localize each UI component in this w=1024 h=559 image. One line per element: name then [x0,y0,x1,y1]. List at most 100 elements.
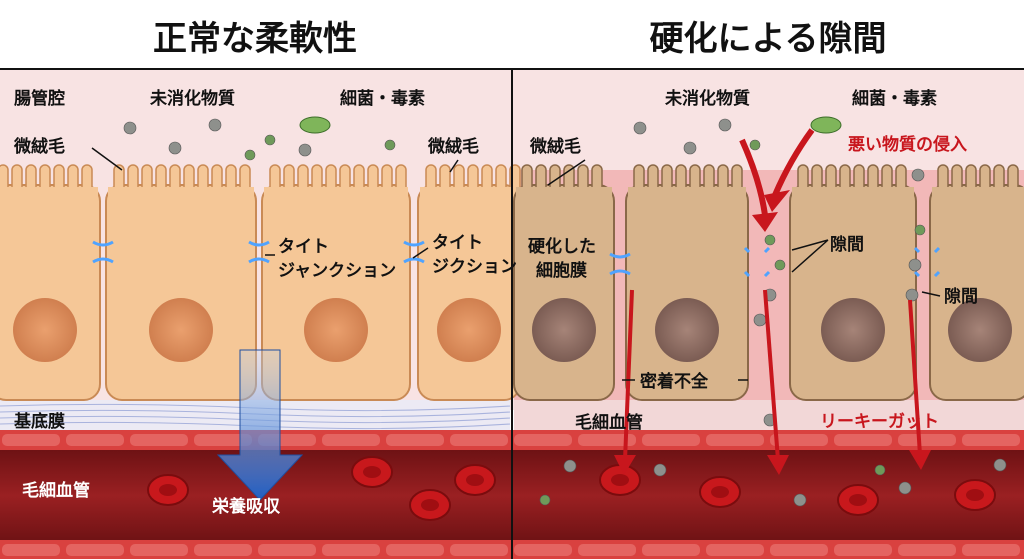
debris-particle [911,168,925,182]
red-blood-cell-center [711,486,729,498]
cell-top [0,187,98,201]
red-blood-cell-center [159,484,177,496]
title-band [0,0,1024,70]
tight-junction-label: ジクション [432,257,517,277]
bacteria-particle [384,139,396,151]
wall-cell [642,544,700,556]
bacterium-icon [299,116,331,134]
wall-cell [66,434,124,446]
debris-particle [718,118,732,132]
wall-cell [130,434,188,446]
epithelial-cell [625,164,749,401]
capillary-label: 毛細血管 [575,412,643,433]
epithelial-cell [261,164,411,401]
red-blood-cell-center [421,499,439,511]
leak-arrow-icon [908,299,922,456]
tight-junction-label: タイト [432,233,483,253]
red-blood-cell-center [611,474,629,486]
bacteria-particle [914,224,926,236]
wall-cell [386,544,444,556]
wall-cell [322,434,380,446]
cell-top [932,187,1024,201]
wall-cell [450,434,508,446]
epithelial-cell [0,164,101,401]
wall-cell [322,544,380,556]
bacteria-particle [244,149,256,161]
debris-particle [898,481,912,495]
cell-top [516,187,612,201]
bacterium-icon [810,116,842,134]
tight-junction-icon [248,240,270,264]
nucleus [532,298,596,362]
undigested-label: 未消化物質 [149,88,235,109]
cell-top [792,187,914,201]
epithelial-cell [417,164,521,401]
absorption-arrow-icon [216,349,304,501]
debris-particle [993,458,1007,472]
cell-body [261,184,411,401]
wall-cell [962,434,1020,446]
wall-cell [834,544,892,556]
microvilli-label: 微絨毛 [427,136,479,157]
left-panel-title: 正常な柔軟性 [153,19,357,59]
debris-particle [298,143,312,157]
debris-particle [793,493,807,507]
nucleus [437,298,501,362]
cell-body [625,184,749,401]
cell-body [0,184,101,401]
wall-cell [770,544,828,556]
cell-top [420,187,518,201]
wall-cell [642,434,700,446]
bacteria-particle [774,259,786,271]
bacteria-particle [749,139,761,151]
wall-cell [130,544,188,556]
debris-particle [653,463,667,477]
debris-particle [633,121,647,135]
cell-body [513,184,615,401]
wall-cell [514,544,572,556]
wall-cell [194,434,252,446]
debris-particle [208,118,222,132]
wall-cell [578,544,636,556]
nucleus [13,298,77,362]
wall-cell [258,544,316,556]
panel-divider [511,68,513,559]
cell-top [264,187,408,201]
invasion-arrow-icon [772,128,815,197]
invasion-label: 悪い物質の侵入 [848,134,967,155]
wall-cell [962,544,1020,556]
cell-top [628,187,746,201]
stiff-membrane-label: 細胞膜 [536,260,587,281]
wall-cell [386,434,444,446]
red-blood-cell-center [966,489,984,501]
debris-particle [123,121,137,135]
wall-cell [706,544,764,556]
debris-particle [908,258,922,272]
microvilli-label: 微絨毛 [529,136,581,157]
red-blood-cell-center [849,494,867,506]
absorption-label: 栄養吸収 [211,496,281,517]
particles [123,116,1007,507]
title-rule [0,68,1024,70]
debris-particle [168,141,182,155]
wall-cell [514,434,572,446]
stiff-membrane-label: 硬化した [528,236,596,257]
red-blood-cells [147,456,996,521]
epithelial-cell [105,164,257,401]
tight-junction-icon [92,240,114,264]
gap-label: 隙間 [944,286,978,307]
invasion-arrow-icon [739,138,768,216]
capillary-wall-cells [2,434,1020,556]
wall-cell [194,544,252,556]
wall-cell [450,544,508,556]
wall-cell [770,434,828,446]
nucleus [149,298,213,362]
wall-cell [706,434,764,446]
undigested-label: 未消化物質 [664,88,750,109]
invasion-arrows [623,128,922,461]
leak-arrow-icon [763,289,780,461]
leaky-gut-label: リーキーガット [820,412,939,432]
epithelial-cell [513,164,615,401]
cell-top [108,187,254,201]
epithelial-cell [929,164,1024,401]
